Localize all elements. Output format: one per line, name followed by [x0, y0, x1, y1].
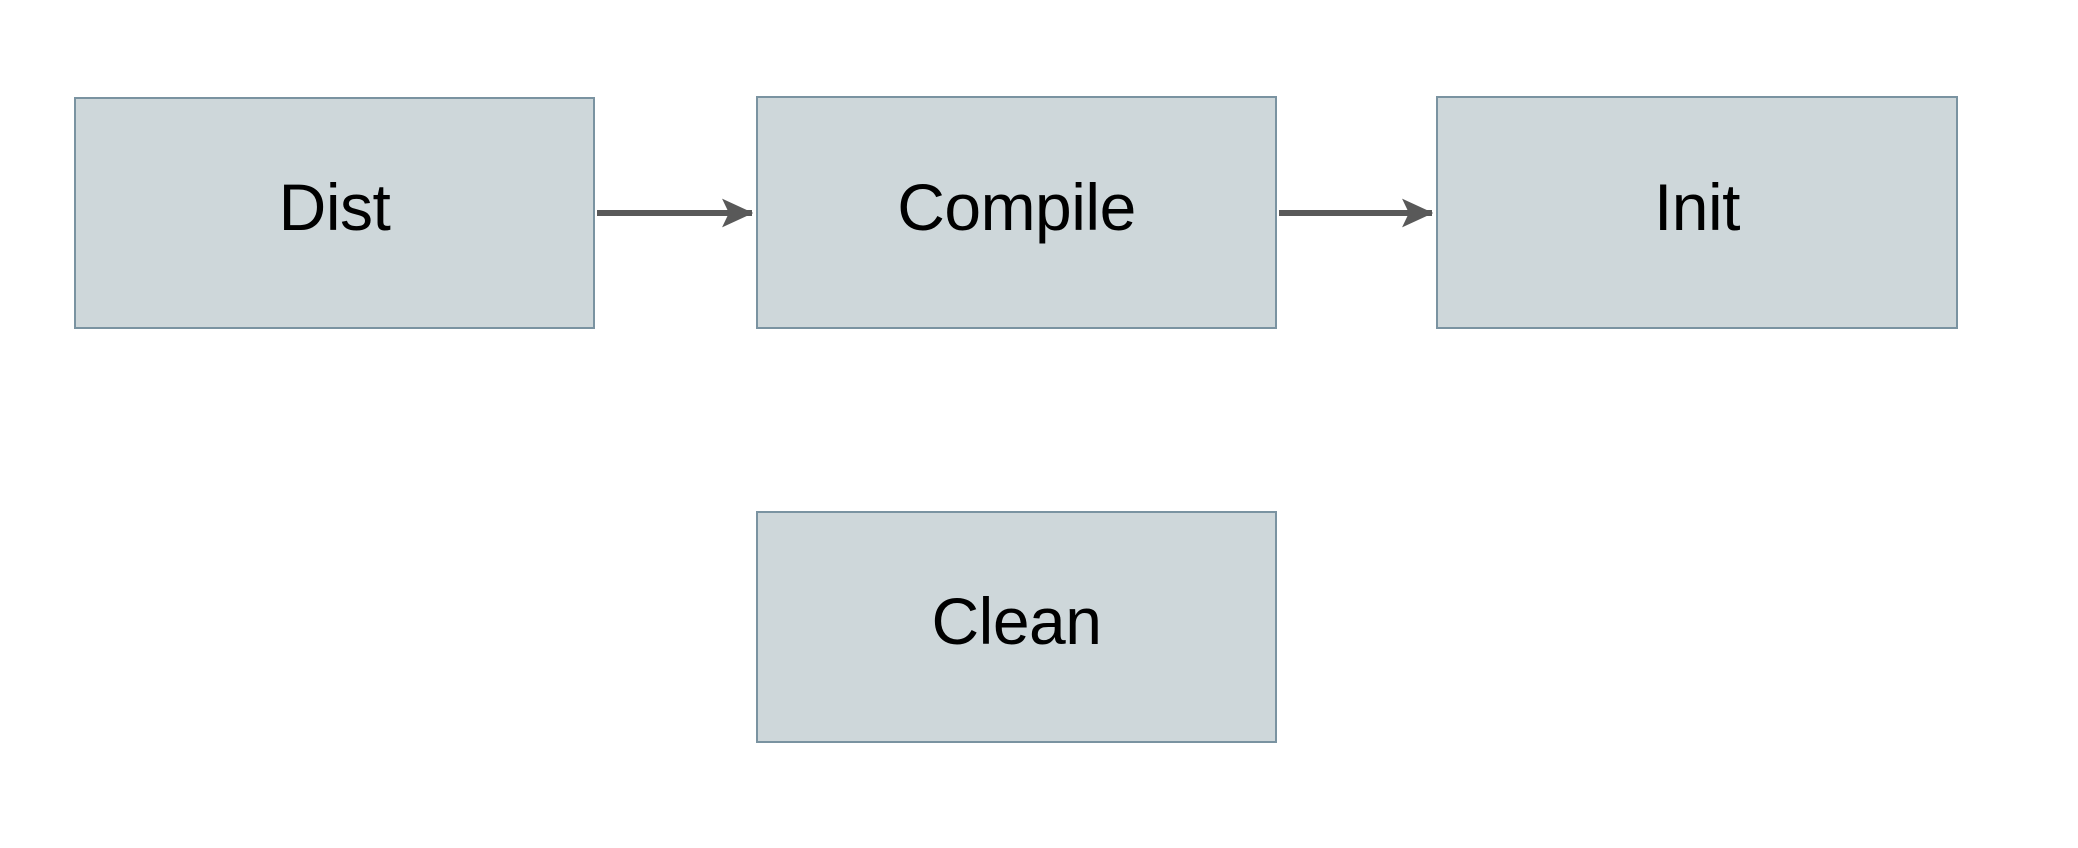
node-init[interactable]: Init: [1436, 96, 1958, 329]
node-dist-label: Dist: [278, 170, 391, 244]
node-init-label: Init: [1653, 169, 1741, 244]
node-clean-label: Clean: [931, 584, 1102, 658]
node-compile[interactable]: Compile: [756, 96, 1277, 329]
node-dist[interactable]: Dist: [74, 97, 595, 329]
node-compile-label: Compile: [897, 169, 1136, 244]
node-clean[interactable]: Clean: [756, 511, 1277, 743]
